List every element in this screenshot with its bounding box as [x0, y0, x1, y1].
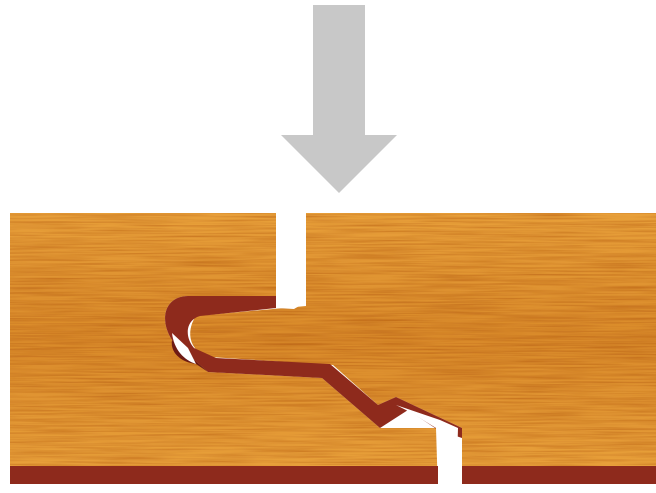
board-bottom-edge: [10, 466, 656, 484]
right-board: [190, 213, 656, 466]
left-board: [10, 213, 458, 466]
joint-gap: [172, 213, 458, 493]
down-arrow-icon: [281, 5, 397, 193]
